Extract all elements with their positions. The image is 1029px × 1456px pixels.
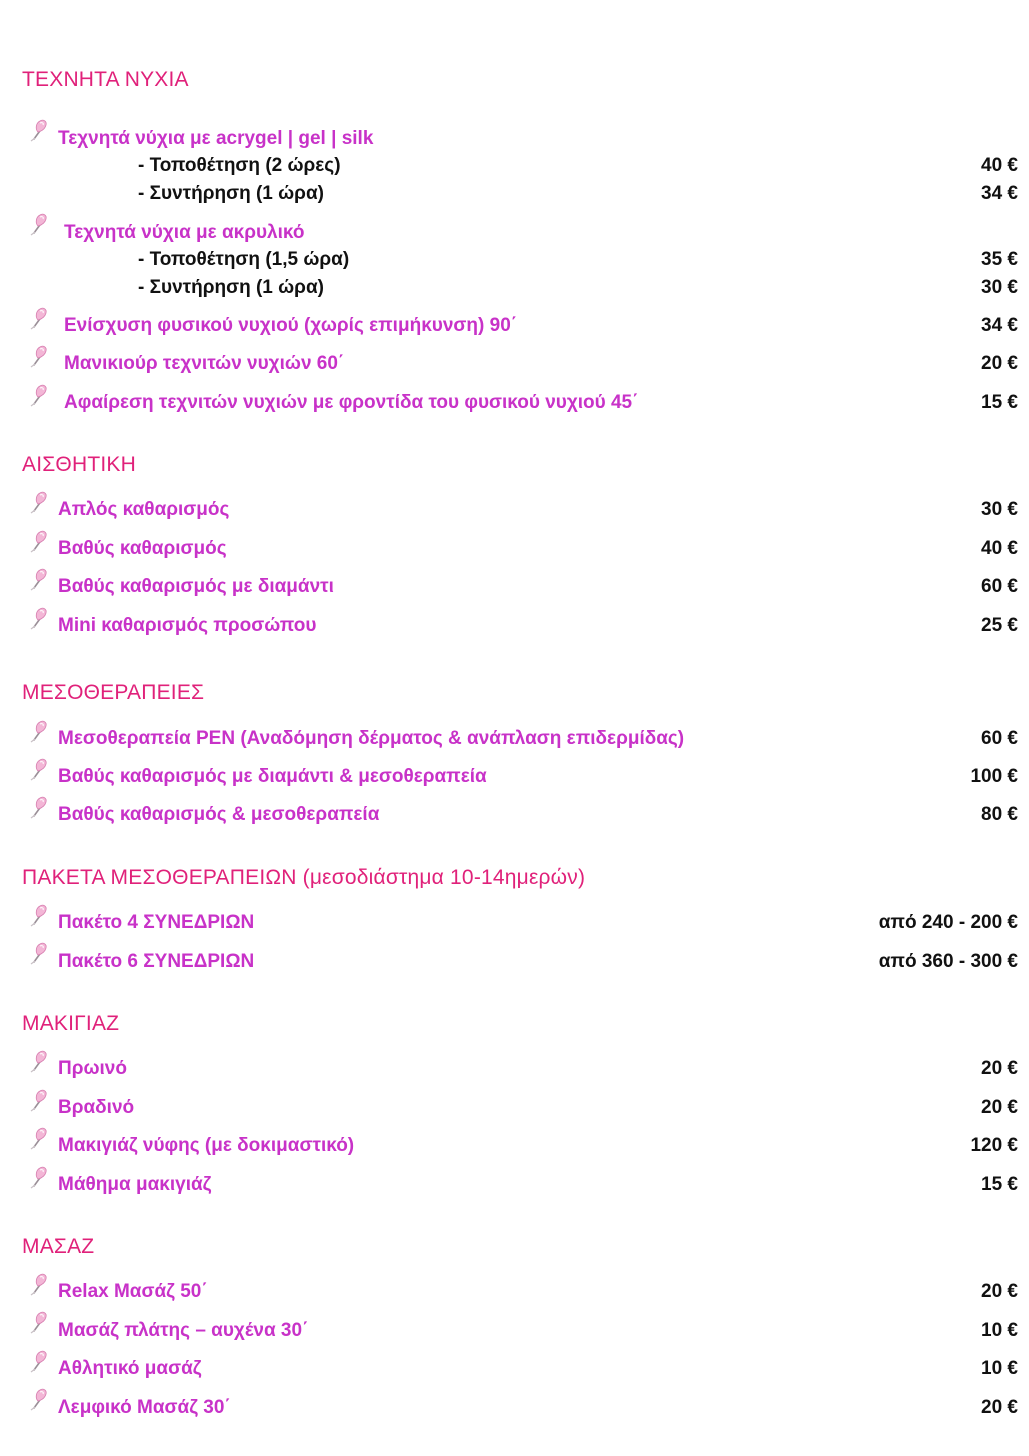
service-price: από 360 - 300 € [878, 951, 1018, 972]
nail-polish-icon [28, 902, 54, 928]
service-name: Μάθημα μακιγιάζ [58, 1174, 212, 1195]
nail-polish-icon [28, 1386, 54, 1412]
service-name: Πακέτο 6 ΣΥΝΕΔΡΙΩΝ [58, 951, 255, 972]
service-price: 120 € [970, 1135, 1018, 1156]
service-subitem: - Συντήρηση (1 ώρα) [138, 183, 324, 204]
nail-polish-icon [28, 528, 54, 554]
service-price: 34 € [981, 315, 1018, 336]
service-price: 15 € [981, 392, 1018, 413]
nail-polish-icon [28, 1348, 54, 1374]
service-name: Τεχνητά νύχια με acrygel | gel | silk [58, 128, 374, 149]
service-name: Μακιγιάζ νύφης (με δοκιμαστικό) [58, 1135, 355, 1156]
service-price: 15 € [981, 1174, 1018, 1195]
nail-polish-icon [28, 489, 54, 515]
nail-polish-icon [28, 794, 54, 820]
section-heading-massage: ΜΑΣΑΖ [22, 1235, 95, 1258]
service-price: 20 € [981, 1281, 1018, 1302]
section-heading-makeup: ΜΑΚΙΓΙΑΖ [22, 1012, 120, 1035]
service-price: 35 € [981, 249, 1018, 270]
service-price: 30 € [981, 277, 1018, 298]
service-price: 10 € [981, 1320, 1018, 1341]
service-name: Λεμφικό Μασάζ 30΄ [58, 1397, 231, 1418]
service-subitem: - Συντήρηση (1 ώρα) [138, 277, 324, 298]
section-heading-nails: ΤΕΧΝΗΤΑ ΝΥΧΙΑ [22, 68, 189, 91]
service-name: Relax Μασάζ 50΄ [58, 1281, 208, 1302]
service-name: Μεσοθεραπεία PEN (Αναδόμηση δέρματος & α… [58, 728, 685, 749]
nail-polish-icon [28, 605, 54, 631]
service-name: Βραδινό [58, 1097, 135, 1118]
service-price: 10 € [981, 1358, 1018, 1379]
service-price: 40 € [981, 538, 1018, 559]
service-price: 100 € [970, 766, 1018, 787]
nail-polish-icon [28, 1271, 54, 1297]
service-name: Βαθύς καθαρισμός με διαμάντι [58, 576, 334, 597]
service-subitem: - Τοποθέτηση (2 ώρες) [138, 155, 341, 176]
service-price: 25 € [981, 615, 1018, 636]
section-heading-mesotherapy: ΜΕΣΟΘΕΡΑΠΕΙΕΣ [22, 681, 205, 704]
nail-polish-icon [28, 718, 54, 744]
service-name: Αθλητικό μασάζ [58, 1358, 202, 1379]
nail-polish-icon [28, 343, 54, 369]
service-price: 40 € [981, 155, 1018, 176]
nail-polish-icon [28, 566, 54, 592]
service-name: Τεχνητά νύχια με ακρυλικό [64, 222, 305, 243]
service-name: Βαθύς καθαρισμός [58, 538, 227, 559]
service-price: 30 € [981, 499, 1018, 520]
nail-polish-icon [28, 1087, 54, 1113]
service-price: 60 € [981, 728, 1018, 749]
nail-polish-icon [28, 756, 54, 782]
nail-polish-icon [28, 1309, 54, 1335]
service-price: 20 € [981, 1058, 1018, 1079]
service-name: Αφαίρεση τεχνιτών νυχιών με φροντίδα του… [64, 392, 639, 413]
nail-polish-icon [28, 1164, 54, 1190]
nail-polish-icon [28, 305, 54, 331]
nail-polish-icon [28, 940, 54, 966]
service-name: Βαθύς καθαρισμός & μεσοθεραπεία [58, 804, 380, 825]
service-price: 20 € [981, 1397, 1018, 1418]
service-price: 60 € [981, 576, 1018, 597]
service-name: Μασάζ πλάτης – αυχένα 30΄ [58, 1320, 309, 1341]
service-subitem: - Τοποθέτηση (1,5 ώρα) [138, 249, 350, 270]
nail-polish-icon [28, 1125, 54, 1151]
section-heading-aesthetics: ΑΙΣΘΗΤΙΚΗ [22, 453, 136, 476]
section-heading-packages: ΠΑΚΕΤΑ ΜΕΣΟΘΕΡΑΠΕΙΩΝ (μεσοδιάστημα 10-14… [22, 866, 586, 889]
service-name: Βαθύς καθαρισμός με διαμάντι & μεσοθεραπ… [58, 766, 487, 787]
nail-polish-icon [28, 1048, 54, 1074]
service-price: 80 € [981, 804, 1018, 825]
nail-polish-icon [28, 117, 54, 143]
service-name: Πρωινό [58, 1058, 127, 1079]
nail-polish-icon [28, 211, 54, 237]
service-price: 20 € [981, 353, 1018, 374]
service-name: Mini καθαρισμός προσώπου [58, 615, 317, 636]
service-price: 34 € [981, 183, 1018, 204]
service-name: Απλός καθαρισμός [58, 499, 230, 520]
service-name: Ενίσχυση φυσικού νυχιού (χωρίς επιμήκυνσ… [64, 315, 518, 336]
service-price: από 240 - 200 € [878, 912, 1018, 933]
service-name: Μανικιούρ τεχνιτών νυχιών 60΄ [64, 353, 345, 374]
service-name: Πακέτο 4 ΣΥΝΕΔΡΙΩΝ [58, 912, 255, 933]
nail-polish-icon [28, 382, 54, 408]
service-price: 20 € [981, 1097, 1018, 1118]
